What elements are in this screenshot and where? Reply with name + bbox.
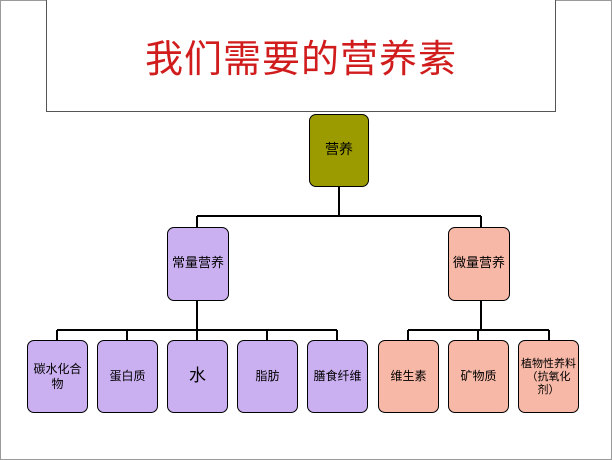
node-water: 水	[167, 340, 228, 413]
node-nutrition: 营养	[309, 114, 369, 187]
node-fat-label: 脂肪	[255, 369, 280, 384]
node-minerals-label: 矿物质	[460, 369, 497, 384]
node-dietary-fiber: 膳食纤维	[307, 340, 368, 413]
node-phytonutrients-label: 植物性养料（抗氧化剂）	[521, 356, 576, 397]
node-phytonutrients: 植物性养料（抗氧化剂）	[518, 340, 579, 413]
node-protein: 蛋白质	[97, 340, 158, 413]
node-micronutrients-label: 微量营养	[452, 256, 505, 272]
node-vitamins: 维生素	[378, 340, 439, 413]
node-protein-label: 蛋白质	[109, 369, 146, 384]
node-macronutrients: 常量营养	[167, 227, 229, 301]
node-vitamins-label: 维生素	[390, 369, 427, 384]
node-dietary-fiber-label: 膳食纤维	[313, 369, 362, 384]
node-nutrition-label: 营养	[325, 142, 353, 159]
node-macronutrients-label: 常量营养	[171, 256, 224, 272]
node-fat: 脂肪	[237, 340, 298, 413]
title-box: 我们需要的营养素	[46, 0, 556, 112]
node-minerals: 矿物质	[448, 340, 509, 413]
node-water-label: 水	[189, 366, 206, 387]
slide-title: 我们需要的营养素	[144, 37, 457, 81]
node-carbohydrates-label: 碳水化合物	[33, 362, 82, 391]
node-micronutrients: 微量营养	[448, 227, 510, 301]
node-carbohydrates: 碳水化合物	[27, 340, 88, 413]
